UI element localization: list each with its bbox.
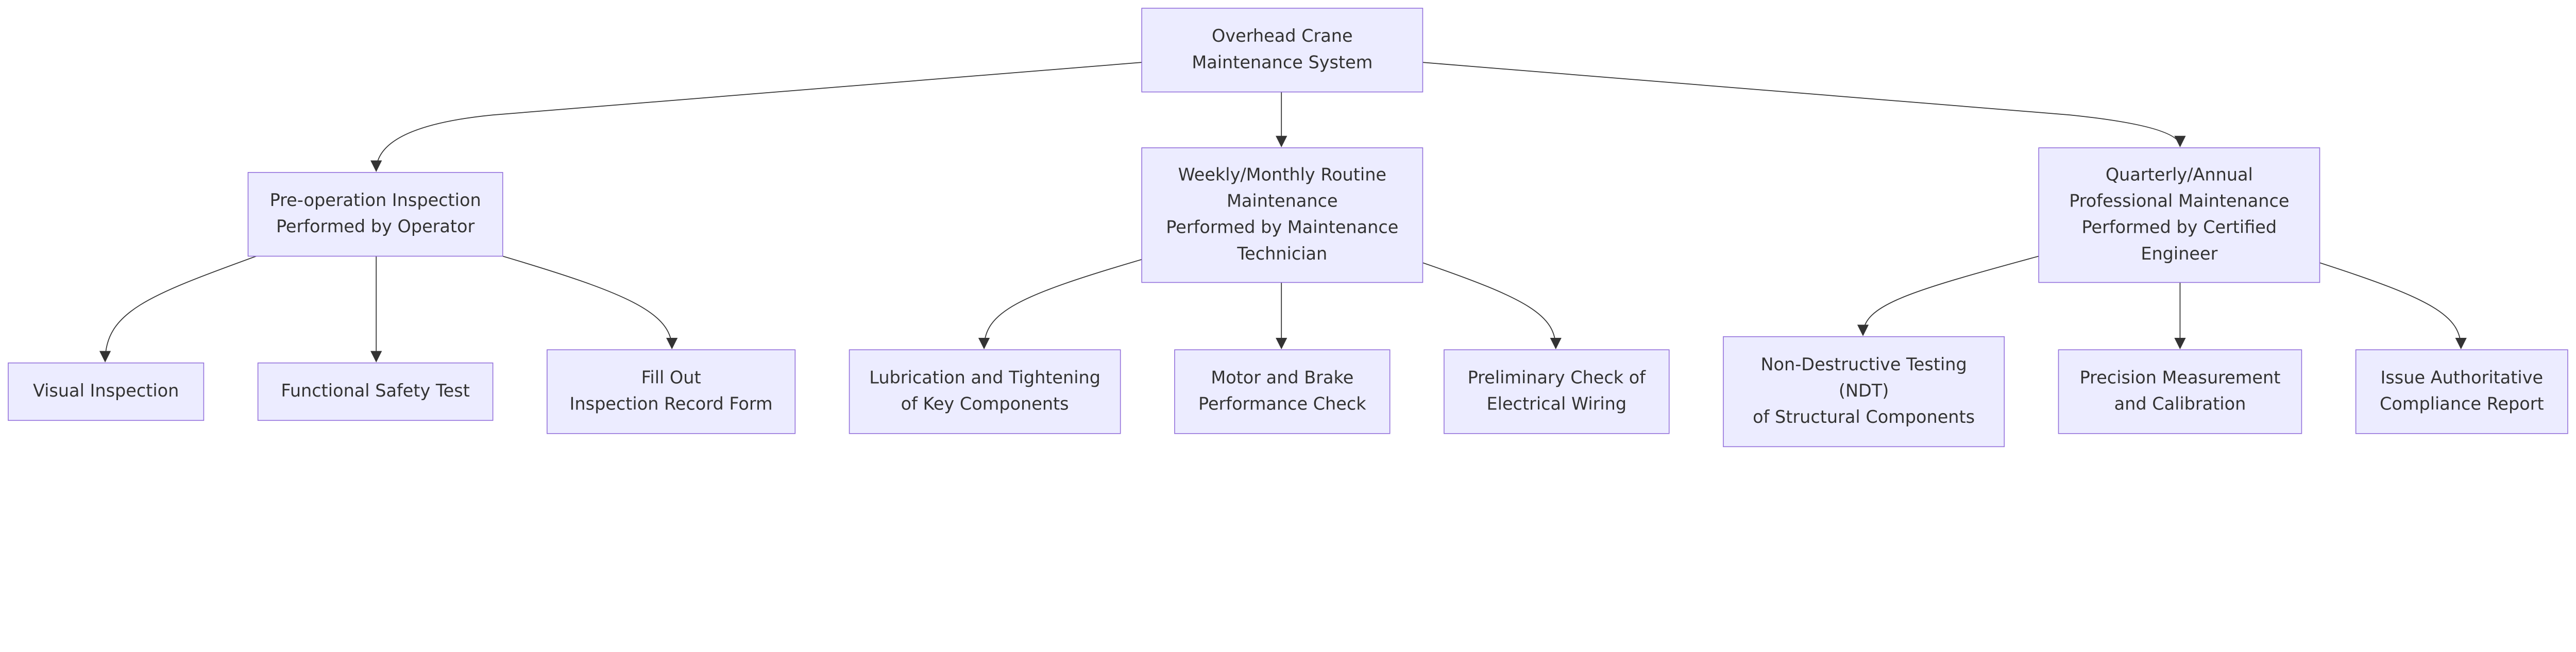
node-functional-safety-test: Functional Safety Test bbox=[257, 362, 494, 421]
edge-pre-operation-to-visual bbox=[99, 255, 257, 363]
node-label-line: Overhead Crane bbox=[1212, 26, 1353, 46]
edge-pre-operation-to-form bbox=[502, 255, 678, 350]
node-label-line: Fill Out bbox=[641, 368, 701, 388]
node-label-line: Performed by Maintenance bbox=[1166, 217, 1398, 237]
node-label-line: Pre-operation Inspection bbox=[270, 190, 481, 210]
edge-professional-to-report bbox=[2319, 262, 2467, 350]
edge-routine-to-wiring bbox=[1422, 262, 1562, 350]
node-label-line: Maintenance System bbox=[1192, 52, 1372, 72]
node-label-line: and Calibration bbox=[2114, 394, 2246, 414]
node-label-line: (NDT) bbox=[1839, 381, 1889, 401]
node-label-line: Motor and Brake bbox=[1211, 368, 1353, 388]
node-lubrication: Lubrication and Tightening of Key Compone… bbox=[849, 349, 1121, 434]
node-box bbox=[1723, 336, 2005, 448]
node-box bbox=[1141, 147, 1423, 283]
node-visual-inspection: Visual Inspection bbox=[8, 362, 205, 421]
node-label-line: Compliance Report bbox=[2380, 394, 2544, 414]
node-label-line: Issue Authoritative bbox=[2381, 368, 2544, 388]
node-box bbox=[2038, 147, 2320, 283]
node-label-line: Technician bbox=[1236, 244, 1327, 264]
node-box bbox=[8, 362, 205, 421]
node-box bbox=[2355, 349, 2568, 434]
node-label-line: Preliminary Check of bbox=[1468, 368, 1647, 388]
node-label-line: Weekly/Monthly Routine bbox=[1178, 165, 1386, 185]
node-label-line: Maintenance bbox=[1227, 191, 1338, 211]
node-label-line: Inspection Record Form bbox=[570, 394, 773, 414]
node-box bbox=[2058, 349, 2302, 434]
node-box bbox=[1174, 349, 1391, 434]
node-box bbox=[247, 172, 503, 257]
node-ndt: Non-Destructive Testing (NDT) of Structura… bbox=[1723, 336, 2005, 448]
node-precision-measurement: Precision Measurement and Calibration bbox=[2058, 349, 2302, 434]
edges bbox=[99, 62, 2467, 363]
node-box bbox=[1444, 349, 1670, 434]
node-label-line: Professional Maintenance bbox=[2069, 191, 2289, 211]
node-label-line: Electrical Wiring bbox=[1487, 394, 1627, 414]
node-label-line: Performed by Operator bbox=[276, 216, 475, 236]
node-label-line: Performed by Certified bbox=[2082, 217, 2277, 237]
edge-root-to-professional bbox=[1422, 62, 2186, 148]
node-label-line: Quarterly/Annual bbox=[2106, 165, 2253, 185]
node-label-line: Non-Destructive Testing bbox=[1761, 354, 1967, 374]
node-box bbox=[547, 349, 796, 434]
node-label-line: Precision Measurement bbox=[2080, 368, 2281, 388]
node-label-line: Functional Safety Test bbox=[281, 381, 469, 401]
edge-professional-to-ndt bbox=[1857, 255, 2039, 336]
node-label-line: Performance Check bbox=[1198, 394, 1366, 414]
node-box bbox=[257, 362, 494, 421]
node-label-line: of Key Components bbox=[901, 394, 1069, 414]
node-label-line: Engineer bbox=[2141, 244, 2217, 264]
edge-root-to-pre-operation bbox=[370, 62, 1142, 172]
node-label-line: Visual Inspection bbox=[33, 381, 179, 401]
edge-routine-to-lubrication bbox=[978, 259, 1142, 350]
node-electrical-wiring-check: Preliminary Check of Electrical Wiring bbox=[1444, 349, 1670, 434]
node-routine-maintenance: Weekly/Monthly RoutineMaintenancePerform… bbox=[1141, 147, 1423, 283]
node-box bbox=[849, 349, 1121, 434]
node-label-line: Lubrication and Tightening bbox=[869, 368, 1100, 388]
node-box bbox=[1141, 8, 1423, 93]
node-label-line: of Structural Components bbox=[1753, 407, 1975, 427]
